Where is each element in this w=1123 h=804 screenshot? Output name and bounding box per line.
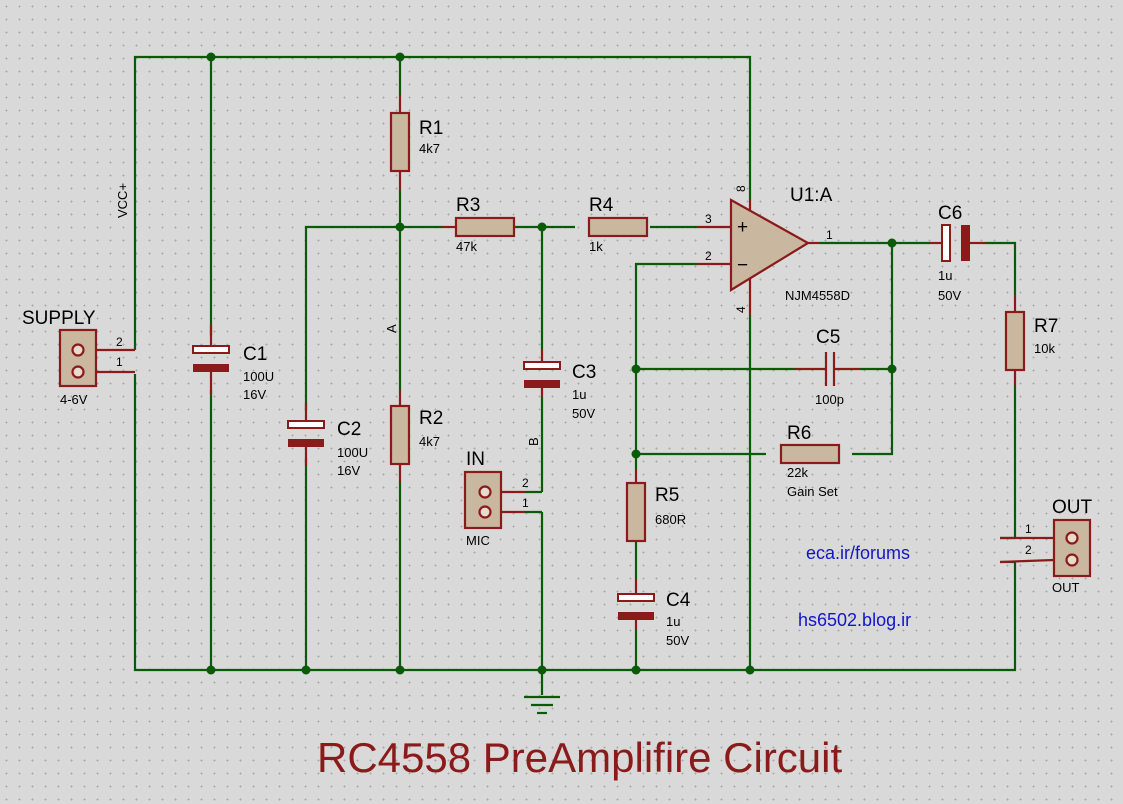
c4-voltage: 50V [666,633,689,648]
opamp-ref: U1:A [790,185,833,206]
out-value: OUT [1052,580,1080,595]
r7-ref: R7 [1034,316,1058,337]
net-label-a: A [384,324,399,333]
output-connector[interactable]: OUT OUT 1 2 [999,497,1093,595]
opamp-pin8: 8 [734,185,748,192]
c4-ref: C4 [666,590,691,611]
supply-pin2: 2 [116,335,123,349]
opamp-pin3: 3 [705,212,712,226]
c5-ref: C5 [816,327,840,348]
r7-value: 10k [1034,341,1055,356]
capacitor-c4[interactable]: C4 1u 50V [617,580,691,648]
opamp-pin4: 4 [734,306,748,313]
c5-value: 100p [815,392,844,407]
r3-ref: R3 [456,195,480,216]
c6-value: 1u [938,268,952,283]
c3-ref: C3 [572,362,596,383]
forum-link[interactable]: eca.ir/forums [806,543,910,563]
opamp-u1a[interactable]: + − 3 2 1 8 4 U1:A NJM4558D [697,185,850,315]
c1-voltage: 16V [243,387,266,402]
r6-note: Gain Set [787,484,838,499]
r2-ref: R2 [419,408,443,429]
out-pin1: 1 [1025,522,1032,536]
r4-value: 1k [589,239,603,254]
capacitor-c5[interactable]: C5 100p [795,327,860,407]
supply-connector[interactable]: SUPPLY 4-6V 2 1 [22,308,135,407]
junction-dots [206,52,897,675]
r5-ref: R5 [655,485,679,506]
capacitor-c2[interactable]: C2 100U 16V [287,403,368,478]
opamp-pin2: 2 [705,249,712,263]
c3-value: 1u [572,387,586,402]
in-value: MIC [466,533,490,548]
input-connector[interactable]: IN MIC 2 1 [463,449,529,548]
c1-ref: C1 [243,344,267,365]
r4-ref: R4 [589,195,614,216]
r3-value: 47k [456,239,477,254]
c6-voltage: 50V [938,288,961,303]
resistor-r2[interactable]: R2 4k7 [389,390,443,482]
resistor-r4[interactable]: R4 1k [587,195,649,254]
opamp-plus-sign: + [737,217,748,238]
out-ref: OUT [1052,497,1093,518]
resistor-r7[interactable]: R7 10k [1004,295,1058,385]
resistor-r3[interactable]: R3 47k [442,195,516,254]
c2-value: 100U [337,445,368,460]
supply-value: 4-6V [60,392,88,407]
c1-value: 100U [243,369,274,384]
page-title: RC4558 PreAmplifire Circuit [317,734,842,781]
opamp-minus-sign: − [737,255,748,276]
r6-ref: R6 [787,423,811,444]
net-label-b: B [526,437,541,446]
in-pin1: 1 [522,496,529,510]
c3-voltage: 50V [572,406,595,421]
capacitor-c6[interactable]: C6 1u 50V [930,203,985,303]
supply-ref: SUPPLY [22,308,96,329]
c6-ref: C6 [938,203,962,224]
out-pin2: 2 [1025,543,1032,557]
c2-voltage: 16V [337,463,360,478]
wires [133,55,1017,715]
r6-value: 22k [787,465,808,480]
capacitor-c1[interactable]: C1 100U 16V [192,325,274,402]
opamp-part: NJM4558D [785,288,850,303]
capacitor-c3[interactable]: C3 1u 50V [523,350,596,421]
resistor-r1[interactable]: R1 4k7 [389,95,443,190]
blog-link[interactable]: hs6502.blog.ir [798,610,911,630]
resistor-r5[interactable]: R5 680R [625,470,686,543]
resistor-r6[interactable]: R6 22k Gain Set [779,423,841,499]
c4-value: 1u [666,614,680,629]
in-ref: IN [466,449,485,470]
opamp-pin1: 1 [826,228,833,242]
net-label-vcc: VCC+ [115,183,130,218]
supply-pin1: 1 [116,355,123,369]
c2-ref: C2 [337,419,361,440]
in-pin2: 2 [522,476,529,490]
r2-value: 4k7 [419,434,440,449]
r5-value: 680R [655,512,686,527]
r1-value: 4k7 [419,141,440,156]
r1-ref: R1 [419,118,443,139]
